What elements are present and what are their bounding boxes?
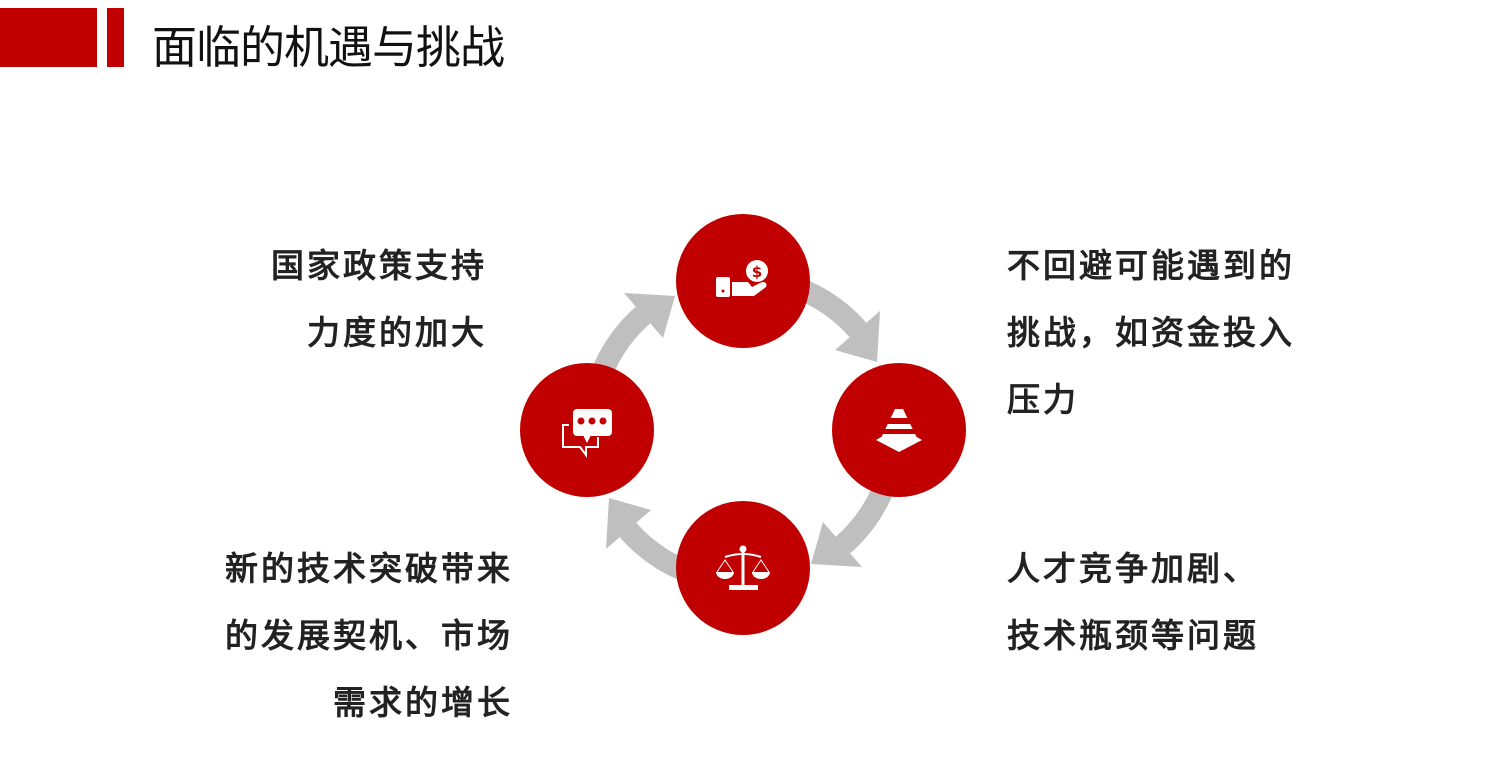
text-line: 需求的增长	[333, 683, 513, 722]
svg-text:$: $	[752, 263, 762, 281]
circle-top	[676, 214, 810, 348]
text-line: 不回避可能遇到的	[1007, 246, 1295, 285]
money-hand-icon: $	[716, 260, 768, 297]
text-line: 挑战，如资金投入	[1007, 313, 1295, 352]
text-line: 新的技术突破带来	[225, 549, 513, 588]
page-title: 面临的机遇与挑战	[152, 21, 505, 74]
text-line: 技术瓶颈等问题	[1007, 616, 1259, 655]
title-accent-bar-small	[107, 8, 124, 67]
text-line: 力度的加大	[307, 313, 487, 352]
text-line: 的发展契机、市场	[225, 616, 513, 655]
text-block-bottom-left: 新的技术突破带来 的发展契机、市场 需求的增长	[225, 535, 513, 736]
traffic-cone-icon	[876, 409, 922, 452]
text-line: 人才竞争加剧、	[1007, 549, 1259, 588]
text-block-top-left: 国家政策支持 力度的加大	[271, 232, 487, 366]
chat-bubbles-icon	[562, 409, 612, 458]
scale-icon	[716, 545, 770, 590]
text-line: 国家政策支持	[271, 246, 487, 285]
text-line: 压力	[1007, 380, 1079, 419]
text-block-bottom-right: 人才竞争加剧、 技术瓶颈等问题	[1007, 535, 1259, 669]
text-block-top-right: 不回避可能遇到的 挑战，如资金投入 压力	[1007, 232, 1295, 433]
title-accent-bar	[0, 8, 97, 67]
